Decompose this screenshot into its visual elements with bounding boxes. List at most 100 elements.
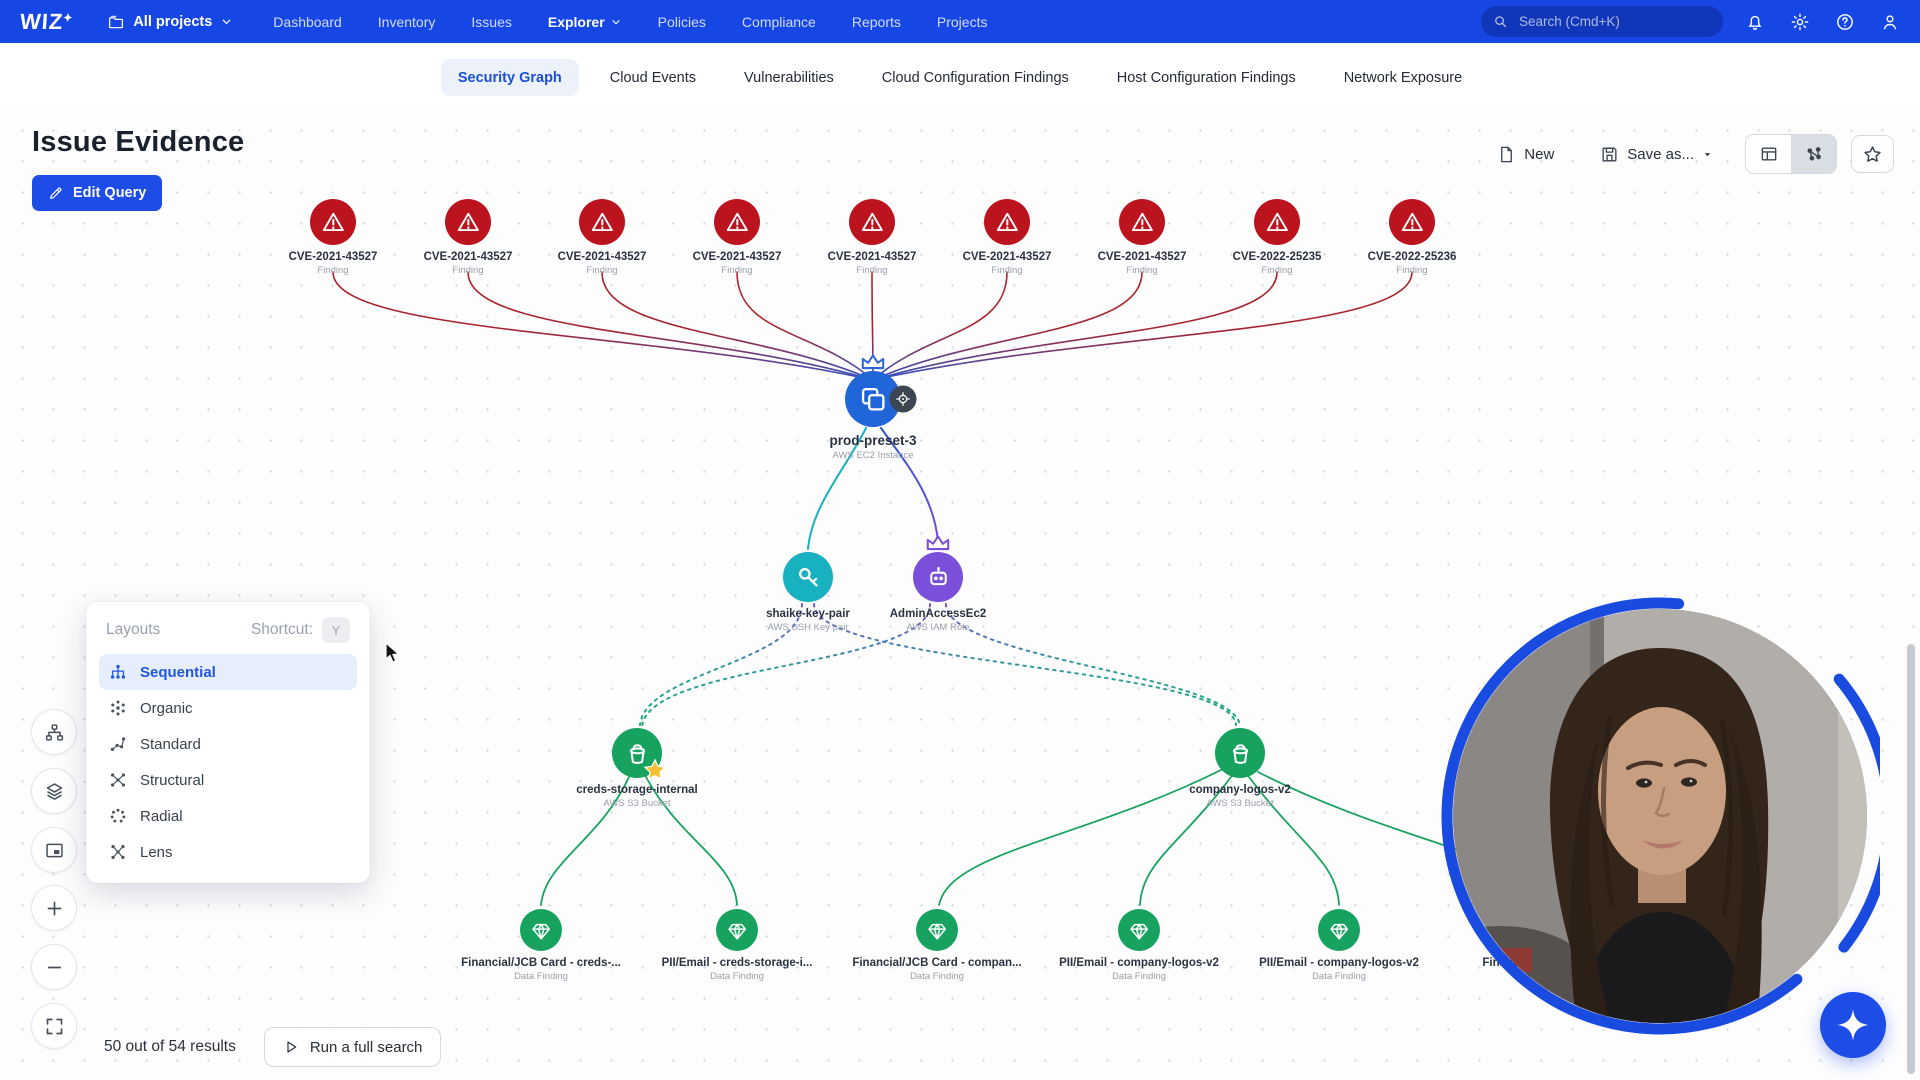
gem-icon[interactable] — [520, 909, 562, 951]
nav-item-explorer[interactable]: Explorer — [548, 14, 622, 30]
warning-triangle-icon[interactable] — [1119, 199, 1165, 245]
graph-edge — [639, 603, 803, 726]
graph-edge — [872, 271, 1008, 381]
fit-view-button[interactable] — [31, 1003, 77, 1049]
graph-view-button[interactable] — [1791, 135, 1836, 173]
results-count: 50 out of 54 results — [104, 1038, 236, 1055]
layout-option-radial[interactable]: Radial — [99, 798, 357, 834]
tab-cloud-configuration-findings[interactable]: Cloud Configuration Findings — [881, 69, 1069, 86]
gem-icon[interactable] — [916, 909, 958, 951]
ai-assistant-button[interactable] — [1820, 992, 1886, 1058]
gear-icon[interactable] — [1790, 12, 1810, 32]
user-icon[interactable] — [1880, 12, 1900, 32]
target-badge[interactable] — [889, 385, 917, 413]
sitemap-icon — [44, 722, 65, 743]
warning-triangle-icon[interactable] — [1389, 199, 1435, 245]
edit-query-button[interactable]: Edit Query — [32, 175, 163, 211]
node-type: Finding — [1126, 265, 1158, 276]
tab-vulnerabilities[interactable]: Vulnerabilities — [744, 69, 834, 86]
tab-network-exposure[interactable]: Network Exposure — [1343, 69, 1463, 86]
warning-triangle-icon[interactable] — [579, 199, 625, 245]
robot-icon[interactable] — [913, 552, 963, 602]
warning-triangle-icon[interactable] — [984, 199, 1030, 245]
node-type: AWS EC2 Instance — [832, 450, 914, 461]
help-icon[interactable] — [1835, 12, 1855, 32]
warning-triangle-icon[interactable] — [445, 199, 491, 245]
node-title: CVE-2021-43527 — [1097, 251, 1187, 263]
warning-triangle-icon[interactable] — [310, 199, 356, 245]
layout-option-standard[interactable]: Standard — [99, 726, 357, 762]
node-title: Financial/JCB Card - creds-... — [461, 957, 621, 969]
graph-edge — [945, 603, 1241, 728]
gem-icon[interactable] — [1118, 909, 1160, 951]
layout-option-organic[interactable]: Organic — [99, 690, 357, 726]
layout-option-label: Standard — [140, 735, 201, 753]
node-label: Financial/JCB Card - creds-...Data Findi… — [426, 957, 656, 982]
minimap-icon — [44, 840, 65, 861]
page-title: Issue Evidence — [32, 126, 245, 158]
tab-security-graph[interactable]: Security Graph — [440, 59, 579, 96]
key-icon[interactable] — [783, 552, 833, 602]
layout-button[interactable] — [31, 709, 77, 755]
warning-triangle-icon[interactable] — [849, 199, 895, 245]
layout-option-structural[interactable]: Structural — [99, 762, 357, 798]
structural-layout-icon — [109, 771, 127, 789]
node-title: CVE-2021-43527 — [288, 251, 378, 263]
graph-edge — [1139, 776, 1232, 906]
node-type: AWS IAM Role — [906, 622, 970, 633]
tab-host-configuration-findings[interactable]: Host Configuration Findings — [1116, 69, 1296, 86]
node-title: prod-preset-3 — [829, 433, 917, 448]
folder-icon — [107, 13, 125, 31]
bell-icon[interactable] — [1745, 12, 1765, 32]
tab-cloud-events[interactable]: Cloud Events — [609, 69, 697, 86]
minimap-button[interactable] — [31, 827, 77, 873]
nav-item-issues[interactable]: Issues — [471, 13, 512, 30]
wiz-logo[interactable]: WIZ — [19, 9, 74, 35]
nav-item-policies[interactable]: Policies — [657, 13, 706, 30]
gem-icon[interactable] — [716, 909, 758, 951]
scrollbar-thumb[interactable] — [1907, 644, 1915, 1074]
zoom-in-button[interactable] — [31, 885, 77, 931]
zoom-out-button[interactable] — [31, 944, 77, 990]
new-query-button[interactable]: New — [1487, 135, 1564, 173]
save-as-button[interactable]: Save as... — [1590, 135, 1723, 173]
global-search[interactable] — [1481, 6, 1723, 37]
bucket-icon[interactable] — [1215, 728, 1265, 778]
warning-triangle-icon[interactable] — [714, 199, 760, 245]
node-type: AWS S3 Bucket — [1206, 798, 1274, 809]
save-as-label: Save as... — [1627, 145, 1694, 163]
nav-right — [1481, 6, 1900, 37]
search-input[interactable] — [1517, 13, 1711, 30]
graph-edge — [540, 776, 630, 906]
nav-item-inventory[interactable]: Inventory — [377, 13, 436, 30]
node-type: AWS S3 Bucket — [603, 798, 671, 809]
layout-option-lens[interactable]: Lens — [99, 834, 357, 870]
node-type: Finding — [1261, 265, 1293, 276]
table-view-button[interactable] — [1746, 135, 1791, 173]
nav-item-dashboard[interactable]: Dashboard — [273, 13, 342, 30]
favorite-button[interactable] — [1851, 135, 1894, 173]
play-icon — [283, 1039, 299, 1055]
nav-links: Dashboard Inventory Issues Explorer Policies… — [273, 14, 987, 30]
layouts-panel-header: Layouts Shortcut: Y — [99, 617, 357, 654]
new-query-label: New — [1524, 145, 1555, 163]
run-full-search-button[interactable]: Run a full search — [263, 1027, 442, 1067]
graph-edge — [807, 427, 867, 550]
gem-icon[interactable] — [1318, 909, 1360, 951]
nav-item-compliance[interactable]: Compliance — [741, 13, 816, 30]
node-title: CVE-2022-25236 — [1367, 251, 1457, 263]
node-label: PII/Email - creds-storage-i...Data Findi… — [622, 957, 852, 982]
nav-item-projects[interactable]: Projects — [936, 13, 988, 30]
nav-item-reports[interactable]: Reports — [851, 13, 901, 30]
project-selector[interactable]: All projects — [107, 13, 233, 31]
layout-option-sequential[interactable]: Sequential — [99, 654, 357, 690]
warning-triangle-icon[interactable] — [1254, 199, 1300, 245]
layers-button[interactable] — [31, 768, 77, 814]
node-title: creds-storage-internal — [576, 784, 698, 796]
